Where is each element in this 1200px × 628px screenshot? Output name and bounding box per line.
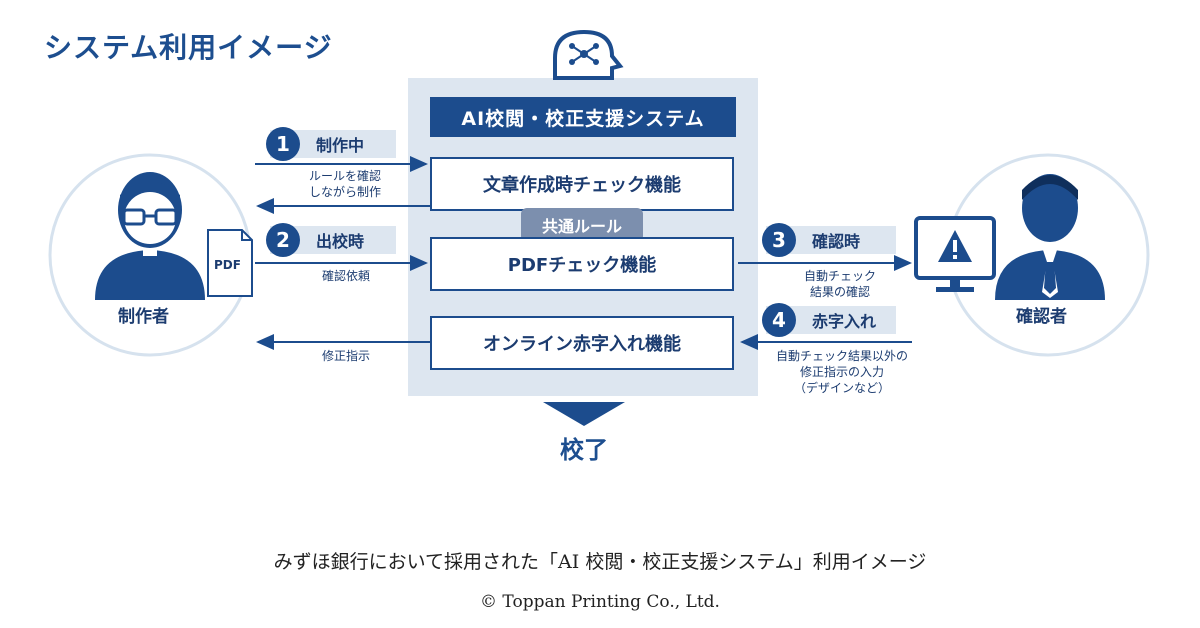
- feature-pdf-check: PDFチェック機能: [430, 237, 734, 291]
- step-2-number: 2: [266, 223, 300, 257]
- figure-caption: みずほ銀行において採用された「AI 校閲・校正支援システム」利用イメージ: [273, 551, 927, 573]
- step-2-note: 確認依頼: [321, 269, 370, 283]
- creator-person-icon: [95, 172, 205, 300]
- step-3-note-line2: 結果の確認: [809, 285, 870, 299]
- creator-label: 制作者: [118, 307, 169, 327]
- step-3-note: 自動チェック 結果の確認: [780, 268, 900, 300]
- down-arrow-icon: [543, 402, 625, 426]
- monitor-warning-icon: [914, 216, 996, 292]
- checker-person-icon: [995, 174, 1105, 300]
- feature-online-redline: オンライン赤字入れ機能: [430, 316, 734, 370]
- step-4-number: 4: [762, 303, 796, 337]
- step-4-label: 赤字入れ: [812, 312, 877, 331]
- step-4-note-line3: （デザインなど）: [793, 381, 890, 395]
- step-2-label: 出校時: [316, 232, 365, 251]
- correction-note: 修正指示: [321, 349, 370, 363]
- complete-label: 校了: [560, 436, 608, 464]
- step-3-number: 3: [762, 223, 796, 257]
- common-rule-badge: 共通ルール: [521, 208, 643, 242]
- checker-label: 確認者: [1016, 307, 1067, 327]
- step-1-note-line1: ルールを確認: [308, 169, 381, 183]
- pdf-document-icon: [207, 229, 253, 297]
- step-1-note-line2: しながら制作: [308, 185, 381, 199]
- feature-writing-check: 文章作成時チェック機能: [430, 157, 734, 211]
- step-4-note: 自動チェック結果以外の 修正指示の入力 （デザインなど）: [752, 348, 932, 396]
- step-4-note-line1: 自動チェック結果以外の: [775, 349, 908, 363]
- step-4-note-line2: 修正指示の入力: [799, 365, 884, 379]
- step-3-note-line1: 自動チェック: [803, 269, 876, 283]
- ai-brain-icon: [553, 29, 624, 80]
- step-1-note: ルールを確認 しながら制作: [290, 168, 400, 200]
- step-1-label: 制作中: [316, 136, 365, 155]
- page-title: システム利用イメージ: [44, 31, 333, 64]
- pdf-label: PDF: [214, 258, 241, 272]
- step-1-number: 1: [266, 127, 300, 161]
- copyright-credit: © Toppan Printing Co., Ltd.: [480, 592, 720, 612]
- step-3-label: 確認時: [812, 232, 861, 251]
- system-title: AI校閲・校正支援システム: [430, 97, 736, 137]
